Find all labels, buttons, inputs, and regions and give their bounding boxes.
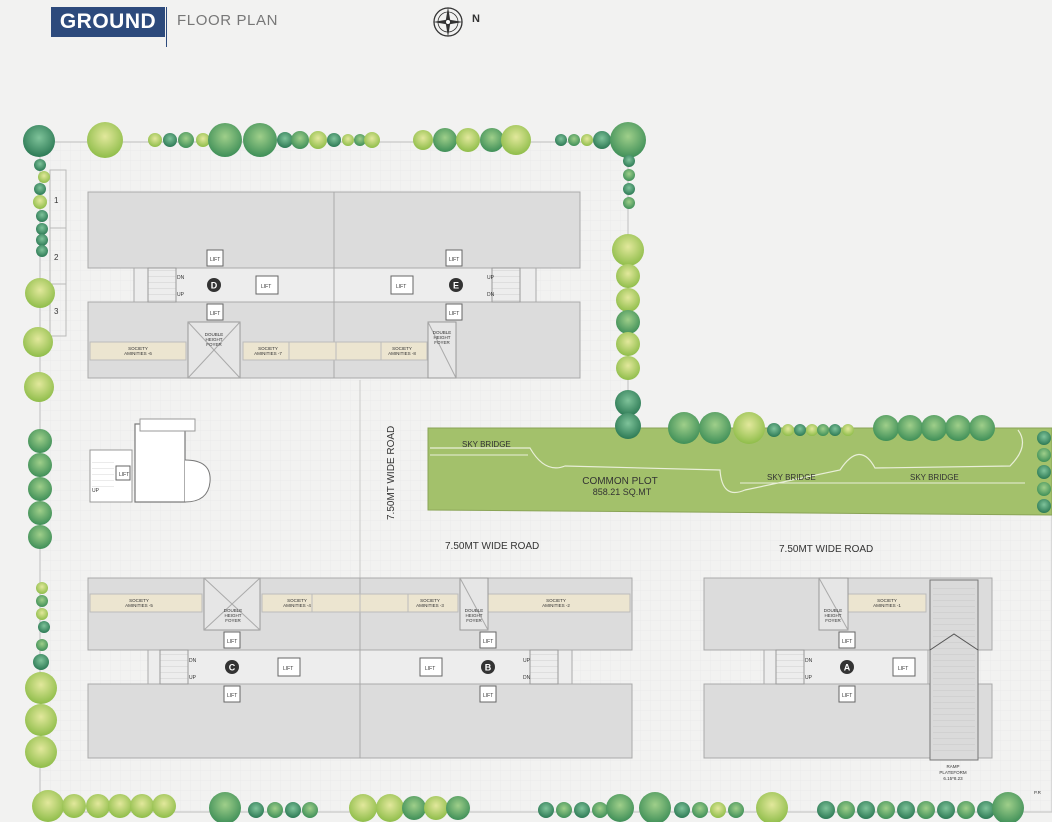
road-label-mid: 7.50MT WIDE ROAD [445, 541, 539, 552]
plan-label: UP [805, 675, 813, 681]
utility-block: LIFT UP [89, 418, 211, 503]
block-c-marker: C [229, 663, 236, 673]
tower-b-c: LIFT LIFT LIFT LIFT LIFT LIFT DN UP UP D… [87, 577, 633, 759]
amenity-3-label: AMINITIES -3 [416, 603, 444, 608]
stair-up-label: UP [487, 275, 495, 281]
stair-dn-label: DN [177, 275, 185, 281]
plan-label: SOCIETY [258, 346, 278, 351]
plan-label: LIFT [483, 693, 493, 699]
stair-dn-label: DN [487, 292, 495, 298]
plan-label: SOCIETY [128, 346, 148, 351]
amenity-2-label: AMINITIES -2 [542, 603, 570, 608]
stair-up-label: UP [92, 488, 100, 494]
block-a-marker: A [844, 663, 851, 673]
amenity-6-label: AMINITIES -6 [124, 351, 152, 356]
plan-label: LIFT [483, 639, 493, 645]
plan-label: DOUBLE [224, 608, 243, 613]
plan-label: FOYER [206, 342, 222, 347]
plan-label: PLATEFORM [939, 770, 966, 775]
sky-bridge-label-1: SKY BRIDGE [462, 440, 511, 449]
plan-label: HEIGHT [205, 337, 222, 342]
common-plot-area: 858.21 SQ.MT [593, 487, 652, 497]
plan-label: SOCIETY [420, 598, 440, 603]
amenity-5-label: AMINITIES -5 [125, 603, 153, 608]
plan-label: HEIGHT [824, 613, 841, 618]
block-b-marker: B [485, 663, 492, 673]
plan-label: LIFT [425, 666, 435, 672]
plan-label: LIFT [898, 666, 908, 672]
plan-label: HEIGHT [224, 613, 241, 618]
plan-label: DN [189, 658, 197, 664]
tower-a: LIFT LIFT LIFT DN UP A SOCIETY AMINITIES… [703, 577, 993, 781]
plan-label: SOCIETY [129, 598, 149, 603]
plan-label: DOUBLE [433, 330, 452, 335]
floor-subtitle: FLOOR PLAN [177, 12, 279, 29]
floor-title: GROUND [51, 7, 165, 37]
plan-label: SOCIETY [287, 598, 307, 603]
ramp-size-label: 6.15*8.23 [943, 776, 963, 781]
plan-label: LIFT [842, 639, 852, 645]
north-compass: N [428, 5, 488, 39]
plan-label: LIFT [227, 693, 237, 699]
plan-label: DOUBLE [205, 332, 224, 337]
lift-label: LIFT [210, 257, 220, 263]
plan-label: SOCIETY [546, 598, 566, 603]
roads: 7.50MT WIDE ROAD 7.50MT WIDE ROAD 7.50MT… [359, 380, 873, 580]
plan-label: UP [189, 675, 197, 681]
plan-label: DOUBLE [824, 608, 843, 613]
plan-label: LIFT [227, 639, 237, 645]
parking-3: 3 [54, 307, 59, 316]
plan-label: HEIGHT [465, 613, 482, 618]
road-label-vertical: 7.50MT WIDE ROAD [386, 426, 397, 520]
compass-rose-icon [433, 7, 463, 37]
parking-1: 1 [54, 196, 59, 205]
amenity-8-label: AMINITIES -8 [388, 351, 416, 356]
sky-bridge-label-3: SKY BRIDGE [910, 473, 959, 482]
corner-mark: P.R [1034, 790, 1042, 795]
lift-label: LIFT [449, 257, 459, 263]
amenity-7-label: AMINITIES -7 [254, 351, 282, 356]
plan-label: DN [523, 675, 531, 681]
lift-label: LIFT [261, 284, 271, 290]
plan-label: FOYER [434, 340, 450, 345]
plan-label: FOYER [825, 618, 841, 623]
plan-label: RAMP [946, 764, 959, 769]
plan-label: LIFT [283, 666, 293, 672]
lift-label: LIFT [119, 472, 129, 478]
plan-label: DN [805, 658, 813, 664]
plan-label: HEIGHT [433, 335, 450, 340]
lift-label: LIFT [449, 311, 459, 317]
plan-label: SOCIETY [877, 598, 897, 603]
amenity-4-label: AMINITIES -4 [283, 603, 311, 608]
tree-icon [23, 122, 1051, 822]
amenity-1-label: AMINITIES -1 [873, 603, 901, 608]
tower-d-e: LIFT LIFT LIFT LIFT LIFT LIFT DN UP UP D… [87, 191, 581, 379]
stair-up-label: UP [177, 292, 185, 298]
plan-label: SOCIETY [392, 346, 412, 351]
plan-label: DOUBLE [465, 608, 484, 613]
title-divider [166, 7, 167, 47]
lift-label: LIFT [210, 311, 220, 317]
plan-label: FOYER [466, 618, 482, 623]
road-label-right: 7.50MT WIDE ROAD [779, 544, 873, 555]
plan-label: UP [523, 658, 531, 664]
plan-label: LIFT [842, 693, 852, 699]
lift-label: LIFT [396, 284, 406, 290]
block-e-marker: E [453, 281, 459, 291]
block-d-marker: D [211, 281, 218, 291]
parking-2: 2 [54, 253, 59, 262]
north-label: N [472, 13, 480, 25]
plan-label: FOYER [225, 618, 241, 623]
common-plot-name: COMMON PLOT [582, 476, 658, 487]
parking-stalls: 1 2 3 [49, 169, 67, 337]
sky-bridge-label-2: SKY BRIDGE [767, 473, 816, 482]
